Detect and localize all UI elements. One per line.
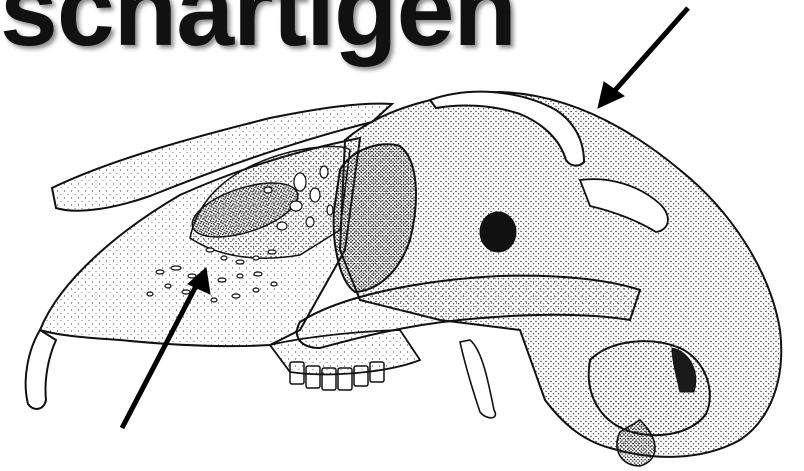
paroccipital-process (460, 340, 495, 418)
ear-opening (480, 212, 516, 252)
incisor (26, 330, 56, 409)
top-right-arrow (598, 8, 688, 108)
